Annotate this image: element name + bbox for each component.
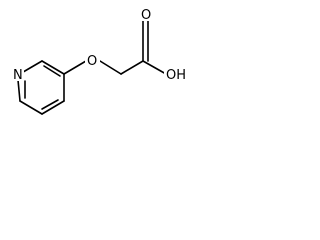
atom-labels: N O O OH [12, 6, 190, 83]
ring-bond-c4-c5 [41, 100, 65, 115]
ring-bond-c2-c3 [41, 60, 65, 75]
pyridine-ring [17, 60, 65, 115]
bond-c-carboxyl-oh [142, 60, 167, 75]
atom-o-ether-label: O [87, 54, 97, 69]
side-chain [63, 18, 167, 75]
ring-double-bond-inner-2 [41, 99, 59, 110]
bond-c3-o-ether [63, 60, 87, 75]
atom-oh-label: OH [166, 68, 186, 83]
atom-n1-label: N [13, 68, 23, 83]
ring-bond-c5-c6 [19, 100, 43, 115]
bond-ch2-c-carboxyl [120, 60, 144, 75]
ring-double-bond-inner-1 [43, 65, 61, 77]
bond-o-ether-ch2 [99, 60, 122, 75]
ring-bond-c6-n1 [17, 79, 21, 102]
structure-diagram: N O O OH [12, 6, 190, 115]
atom-o-carbonyl-label: O [141, 8, 151, 23]
